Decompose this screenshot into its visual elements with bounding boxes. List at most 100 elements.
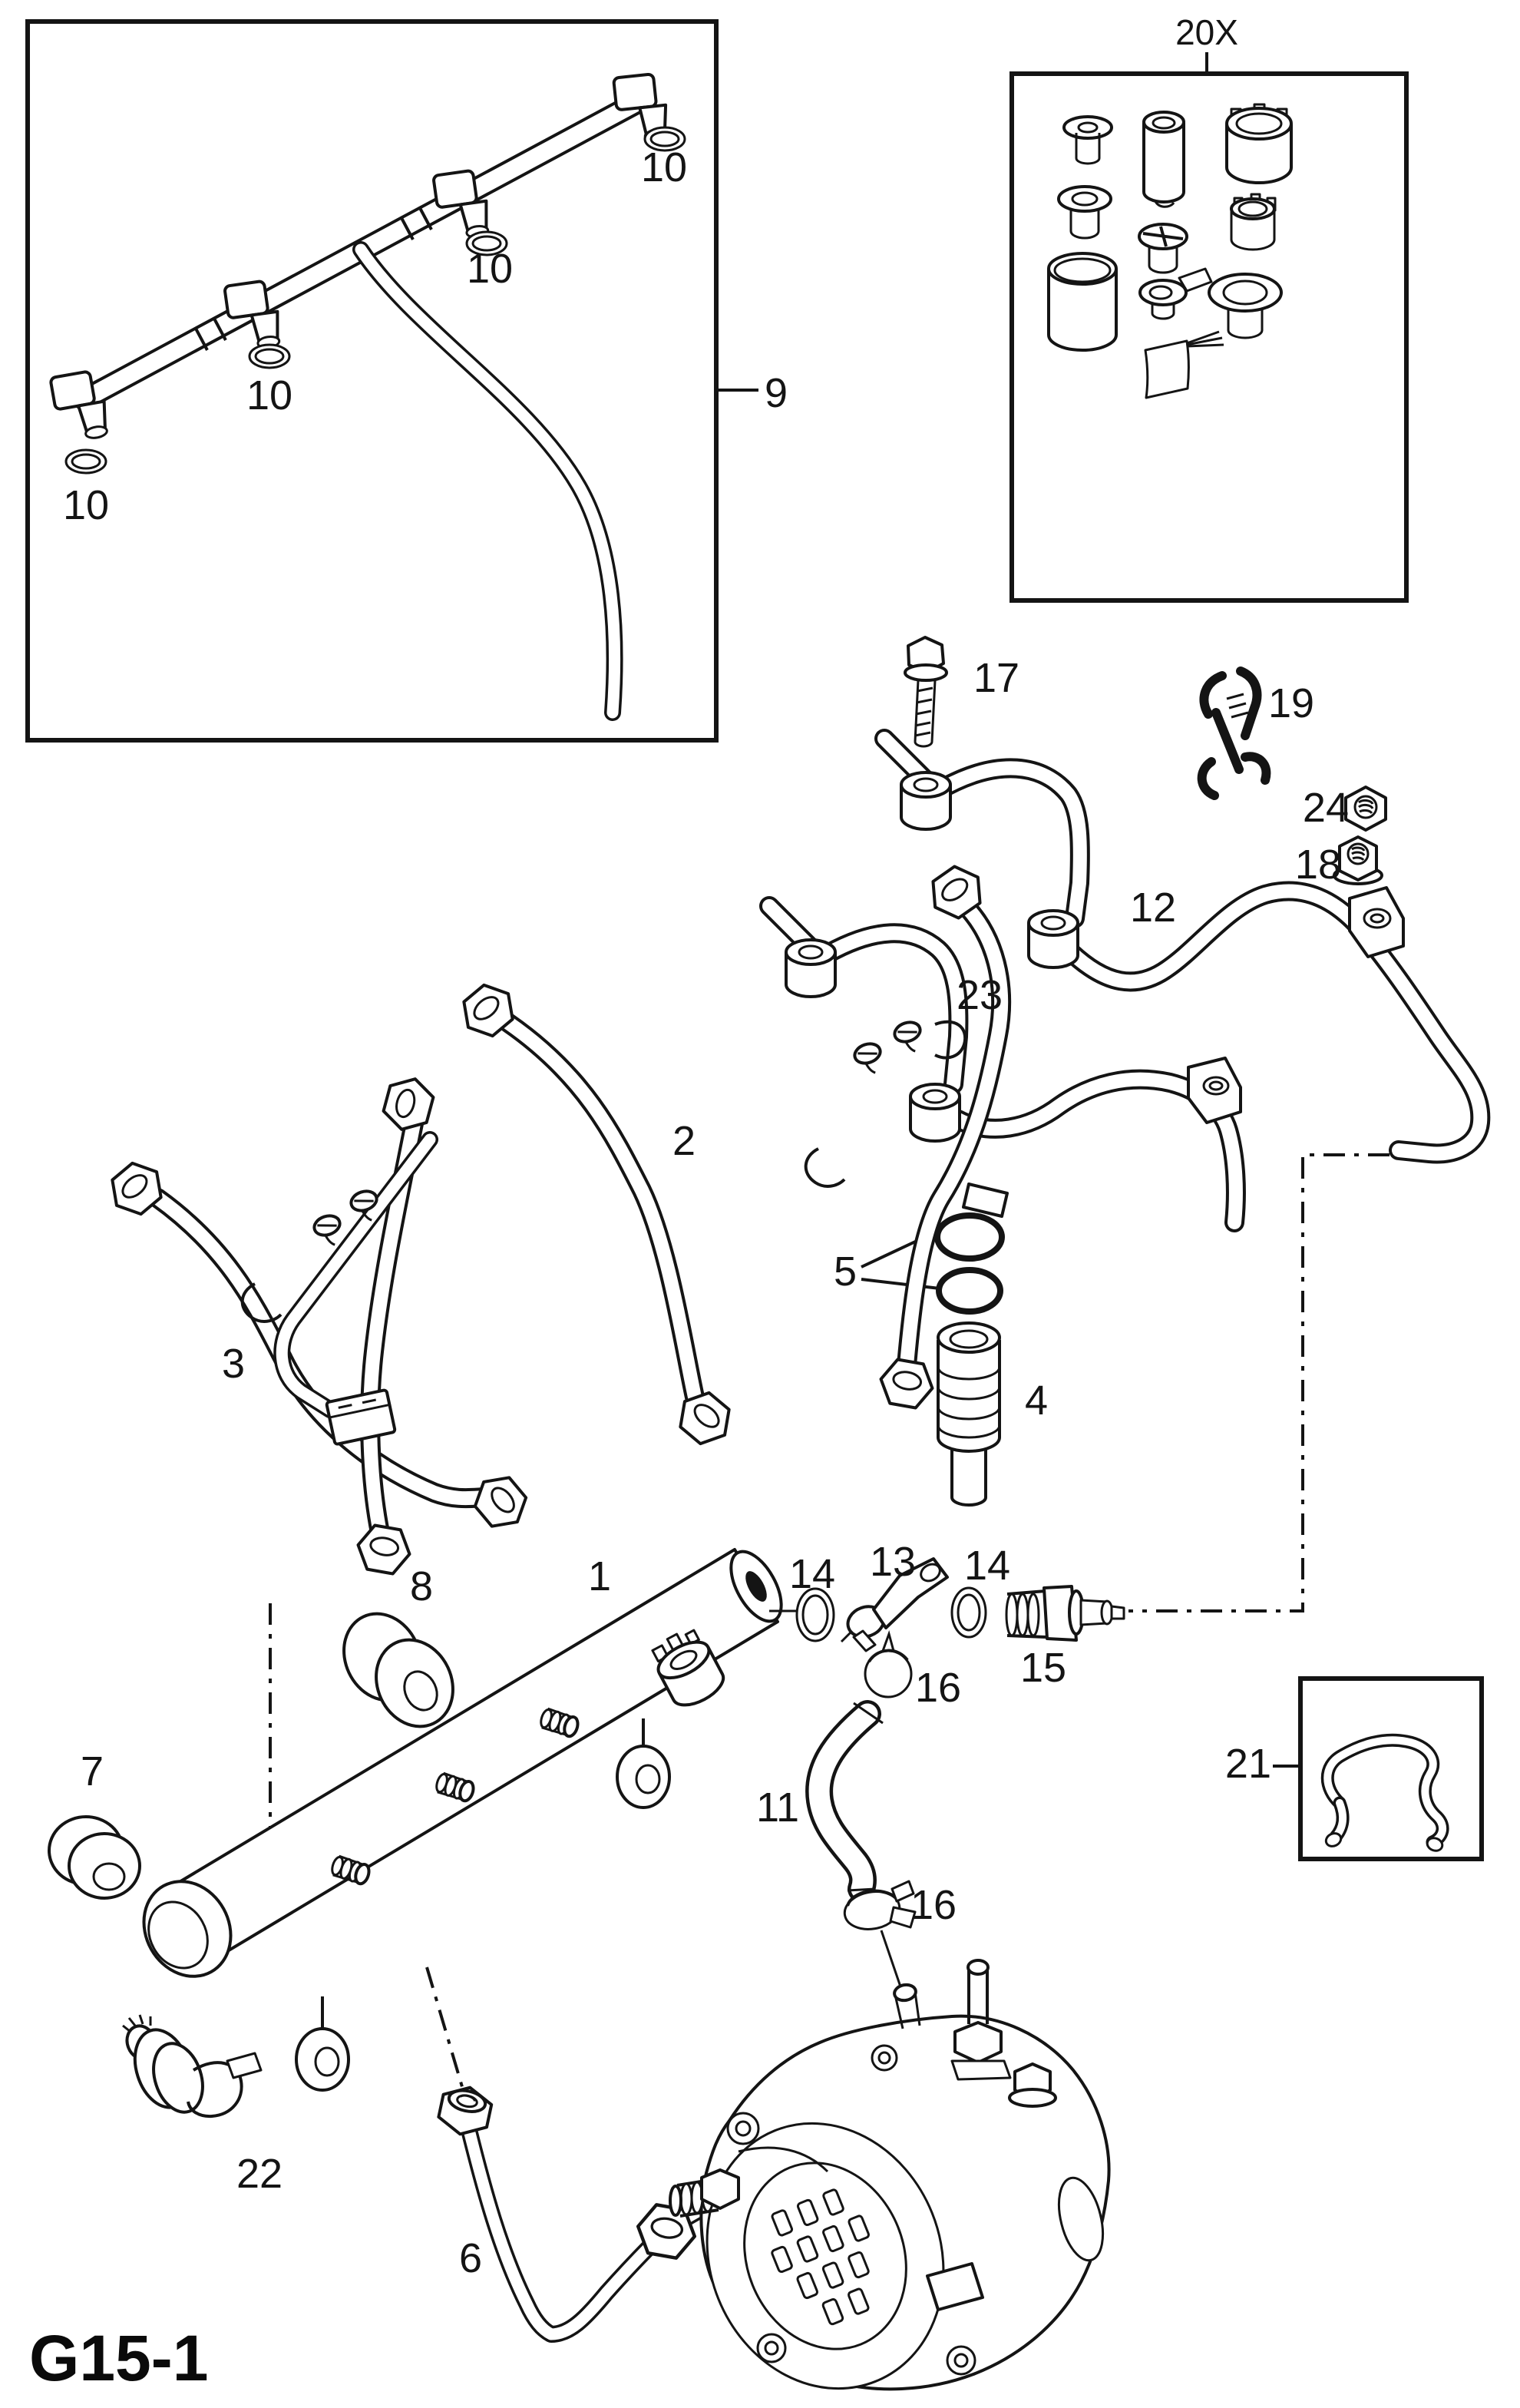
figure-code: G15-1 xyxy=(29,2322,208,2394)
kit-sleeve xyxy=(1142,111,1185,208)
pump-flange-grid xyxy=(771,2188,870,2326)
pipe23-bushing-2 xyxy=(909,1083,961,1143)
feed-pipe-nut-top xyxy=(437,2086,494,2136)
pipe2-leakoff-1 xyxy=(851,1039,888,1079)
injection-pipes-3 xyxy=(101,1071,537,1578)
hex-nut-24 xyxy=(1344,786,1387,832)
pump-block xyxy=(926,2262,984,2311)
callout-13: 13 xyxy=(870,1539,916,1585)
pipe-clip-22 xyxy=(122,2014,263,2119)
pipe23-bushing-1 xyxy=(785,938,837,998)
pressure-sensor-15 xyxy=(1005,1585,1125,1642)
callout-23: 23 xyxy=(957,972,1003,1018)
callout-14b: 14 xyxy=(964,1543,1010,1589)
flange-nut-18 xyxy=(1333,835,1383,885)
callout-16b: 16 xyxy=(910,1882,957,1928)
pressure-valve-4 xyxy=(937,1321,1001,1507)
callout-2: 2 xyxy=(672,1118,696,1164)
ref-line-feedpipe xyxy=(425,1966,468,2103)
callout-9: 9 xyxy=(765,370,788,416)
callout-10-4: 10 xyxy=(641,144,687,190)
leak-off-hose xyxy=(352,241,623,721)
callout-7: 7 xyxy=(81,1748,104,1794)
callout-8: 8 xyxy=(410,1563,433,1609)
leak-off-rail-inset xyxy=(25,19,758,743)
return-hose-11 xyxy=(805,1700,884,1903)
injection-pipes-2 xyxy=(452,857,1012,1454)
pipe12-bushing-2 xyxy=(1027,909,1079,969)
kit-rivet-plug xyxy=(1062,115,1113,165)
pipe3-nut-2 xyxy=(378,1071,438,1137)
pipe12-bracket xyxy=(1348,886,1405,958)
kit-cup xyxy=(1047,252,1118,352)
pump-contour xyxy=(738,2146,829,2173)
pipe2-leakoff-2 xyxy=(891,1017,928,1057)
pipe2-nut-3 xyxy=(669,1382,741,1454)
callout-24: 24 xyxy=(1303,785,1349,831)
o-ring-10-1 xyxy=(64,448,107,475)
callout-15: 15 xyxy=(1020,1645,1066,1691)
pump-right-drum xyxy=(1057,2176,1105,2262)
callout-5: 5 xyxy=(834,1249,857,1295)
kit-flanged-bushing xyxy=(1057,185,1112,240)
hose-clamp-16a xyxy=(852,1629,913,1698)
pump-stud xyxy=(950,1959,1012,2081)
fuel-rail-1 xyxy=(142,1548,798,2092)
service-kit-inset xyxy=(1009,52,1409,603)
pipe3-clamp-block xyxy=(325,1388,397,1446)
callout-1: 1 xyxy=(588,1553,611,1599)
ref-line-sensor xyxy=(1128,1153,1389,1612)
pipe2-clip-hook-2 xyxy=(804,1147,846,1188)
seal-ring-14a xyxy=(795,1587,835,1642)
inset-frame-1 xyxy=(25,19,719,743)
kit-flanged-grommet xyxy=(1208,273,1283,339)
pipe3-nut-3 xyxy=(352,1521,415,1578)
spacer-sleeve-8 xyxy=(342,1612,454,1728)
callout-16a: 16 xyxy=(915,1665,961,1711)
pipe2-nut-4 xyxy=(875,1355,938,1412)
inset-frame-3 xyxy=(1298,1676,1484,1861)
callout-20x: 20X xyxy=(1175,12,1238,52)
pipe2-clamp-band xyxy=(962,1182,1009,1218)
elbow-union-13 xyxy=(840,1557,949,1643)
callout-17: 17 xyxy=(973,655,1019,701)
rail-lug-2 xyxy=(616,1745,671,1809)
kit-cap-small xyxy=(1230,193,1277,251)
service-clip-inset xyxy=(1273,1676,1484,1861)
service-hose-clip-drawing xyxy=(1320,1733,1449,1852)
inset-frame-2 xyxy=(1009,71,1409,603)
callout-10-1: 10 xyxy=(63,482,109,528)
kit-cap-large xyxy=(1225,103,1293,184)
seal-ring-14b xyxy=(950,1586,987,1639)
clip22-hook xyxy=(187,2061,243,2119)
callout-22: 22 xyxy=(236,2151,283,2197)
callout-6: 6 xyxy=(459,2235,482,2281)
callout-10-3: 10 xyxy=(467,246,513,292)
pipe2-clip-hook xyxy=(934,1020,967,1060)
hose-clamp-16b xyxy=(843,1880,917,1994)
rail-banjo-boss xyxy=(651,1629,725,1707)
kit-instruction-sheet xyxy=(1144,330,1224,399)
pipe3-clip-hook xyxy=(240,1282,283,1323)
pump-bolt-ears xyxy=(726,2044,976,2376)
injection-pump xyxy=(669,1959,1111,2391)
callout-18: 18 xyxy=(1295,842,1341,888)
callout-3: 3 xyxy=(222,1341,245,1387)
callout-12: 12 xyxy=(1130,885,1176,931)
pipe3-nut-4 xyxy=(464,1466,537,1538)
o-ring-10-2 xyxy=(248,343,291,369)
bracket-bolt-17 xyxy=(904,636,948,748)
return-pipe-12 xyxy=(874,729,1491,1164)
pipe23-bracket xyxy=(1187,1057,1242,1124)
kit-grommet-tab xyxy=(1138,267,1213,320)
callout-21: 21 xyxy=(1225,1741,1271,1787)
leader-clamp-pump xyxy=(880,1930,904,1994)
callout-4: 4 xyxy=(1025,1378,1048,1424)
kit-screw-plug xyxy=(1138,223,1188,274)
callout-19: 19 xyxy=(1268,680,1314,726)
pump-top-nipple xyxy=(893,1983,921,2029)
damper-bushing-7 xyxy=(48,1815,141,1900)
pipe12-bushing-1 xyxy=(900,771,952,831)
